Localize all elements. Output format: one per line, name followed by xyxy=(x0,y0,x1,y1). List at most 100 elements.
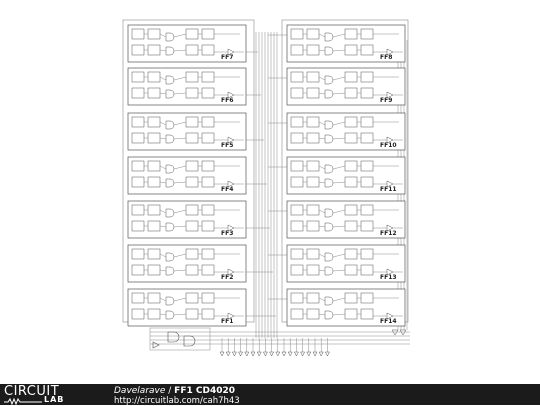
gate-symbol xyxy=(165,134,175,144)
internal-wire xyxy=(318,121,326,126)
flipflop-label: FF13 xyxy=(380,274,397,281)
internal-wire xyxy=(173,269,187,272)
internal-wire xyxy=(318,49,326,52)
internal-wire xyxy=(318,253,326,258)
flipflop-label: FF3 xyxy=(221,230,233,237)
internal-wire xyxy=(173,297,187,302)
flipflop-block-border xyxy=(127,288,247,327)
internal-wire xyxy=(159,76,167,81)
internal-wire xyxy=(173,165,187,170)
gate-symbol xyxy=(324,222,334,232)
internal-wire xyxy=(173,313,187,316)
internal-wire xyxy=(332,209,346,214)
flipflop-block-ff4: FF4 xyxy=(127,156,247,195)
gate-symbol xyxy=(324,89,334,99)
internal-wire xyxy=(332,225,346,228)
internal-wire xyxy=(318,225,326,228)
flipflop-block-ff7: FF7 xyxy=(127,24,247,63)
flipflop-block-ff9: FF9 xyxy=(286,67,406,106)
gate-symbol xyxy=(165,89,175,99)
internal-wire xyxy=(332,92,346,95)
internal-wire xyxy=(159,33,167,38)
output-terminal-symbol xyxy=(244,351,250,357)
circuit-url-link[interactable]: http://circuitlab.com/cah7h43 xyxy=(114,396,240,406)
internal-wire xyxy=(159,165,167,170)
flipflop-label: FF2 xyxy=(221,274,233,281)
flipflop-label: FF11 xyxy=(380,186,397,193)
internal-wire xyxy=(173,181,187,184)
gate-symbol xyxy=(324,208,334,218)
internal-wire xyxy=(318,313,326,316)
gate-symbol xyxy=(165,178,175,188)
flipflop-label: FF4 xyxy=(221,186,233,193)
internal-wire xyxy=(159,313,167,316)
internal-wire xyxy=(318,297,326,302)
flipflop-label: FF7 xyxy=(221,54,233,61)
output-terminal-symbol xyxy=(399,329,407,336)
flipflop-block-ff6: FF6 xyxy=(127,67,247,106)
flipflop-block-ff2: FF2 xyxy=(127,244,247,283)
author-link[interactable]: Davelarave xyxy=(114,386,166,396)
logo-text-circuit: CIRCUIT xyxy=(4,384,60,399)
internal-wire xyxy=(159,209,167,214)
output-terminal-symbol xyxy=(256,351,262,357)
internal-wire xyxy=(159,121,167,126)
internal-wire xyxy=(332,49,346,52)
footer-bar: CIRCUIT LAB Davelarave / FF1 CD4020 http… xyxy=(0,384,540,406)
flipflop-block-border xyxy=(286,244,406,283)
internal-wire xyxy=(173,253,187,258)
gate-symbol xyxy=(324,32,334,42)
gate-symbol xyxy=(165,164,175,174)
internal-wire xyxy=(332,33,346,38)
output-terminal-symbol xyxy=(250,351,256,357)
gate-symbol xyxy=(324,310,334,320)
flipflop-block-ff3: FF3 xyxy=(127,200,247,239)
output-terminal-symbol xyxy=(391,329,399,336)
internal-wire xyxy=(173,209,187,214)
internal-wire xyxy=(159,137,167,140)
flipflop-block-border xyxy=(127,200,247,239)
output-terminal-symbol xyxy=(225,351,231,357)
output-terminal-symbol xyxy=(324,351,330,357)
internal-wire xyxy=(332,297,346,302)
circuit-title: FF1 CD4020 xyxy=(174,386,235,396)
internal-wire xyxy=(332,76,346,81)
gate-symbol xyxy=(324,134,334,144)
flipflop-label: FF10 xyxy=(380,142,397,149)
gate-symbol xyxy=(324,164,334,174)
internal-wire xyxy=(332,137,346,140)
internal-wire xyxy=(159,181,167,184)
output-terminal-symbol xyxy=(219,351,225,357)
internal-wire xyxy=(159,253,167,258)
internal-wire xyxy=(332,181,346,184)
internal-wire xyxy=(332,253,346,258)
and-gate-symbol xyxy=(183,335,196,347)
output-terminal-symbol xyxy=(231,351,237,357)
internal-wire xyxy=(318,76,326,81)
flipflop-block-border xyxy=(286,156,406,195)
flipflop-block-border xyxy=(127,156,247,195)
gate-symbol xyxy=(165,32,175,42)
gate-symbol xyxy=(165,120,175,130)
flipflop-block-border xyxy=(286,200,406,239)
flipflop-block-ff12: FF12 xyxy=(286,200,406,239)
circuit-caption: Davelarave / FF1 CD4020 http://circuitla… xyxy=(114,386,534,406)
caption-separator: / xyxy=(165,386,175,396)
flipflop-block-border xyxy=(286,24,406,63)
flipflop-block-border xyxy=(127,67,247,106)
flipflop-block-ff5: FF5 xyxy=(127,112,247,151)
internal-wire xyxy=(173,121,187,126)
internal-wire xyxy=(159,269,167,272)
flipflop-block-border xyxy=(286,288,406,327)
flipflop-block-ff10: FF10 xyxy=(286,112,406,151)
internal-wire xyxy=(173,49,187,52)
gate-cluster xyxy=(149,327,211,351)
flipflop-block-border xyxy=(286,112,406,151)
internal-wire xyxy=(173,33,187,38)
output-terminal-symbol xyxy=(281,351,287,357)
output-terminal-symbol xyxy=(262,351,268,357)
circuitlab-logo[interactable]: CIRCUIT LAB xyxy=(4,385,94,405)
flipflop-block-border xyxy=(127,244,247,283)
gate-symbol xyxy=(165,208,175,218)
gate-symbol xyxy=(165,296,175,306)
